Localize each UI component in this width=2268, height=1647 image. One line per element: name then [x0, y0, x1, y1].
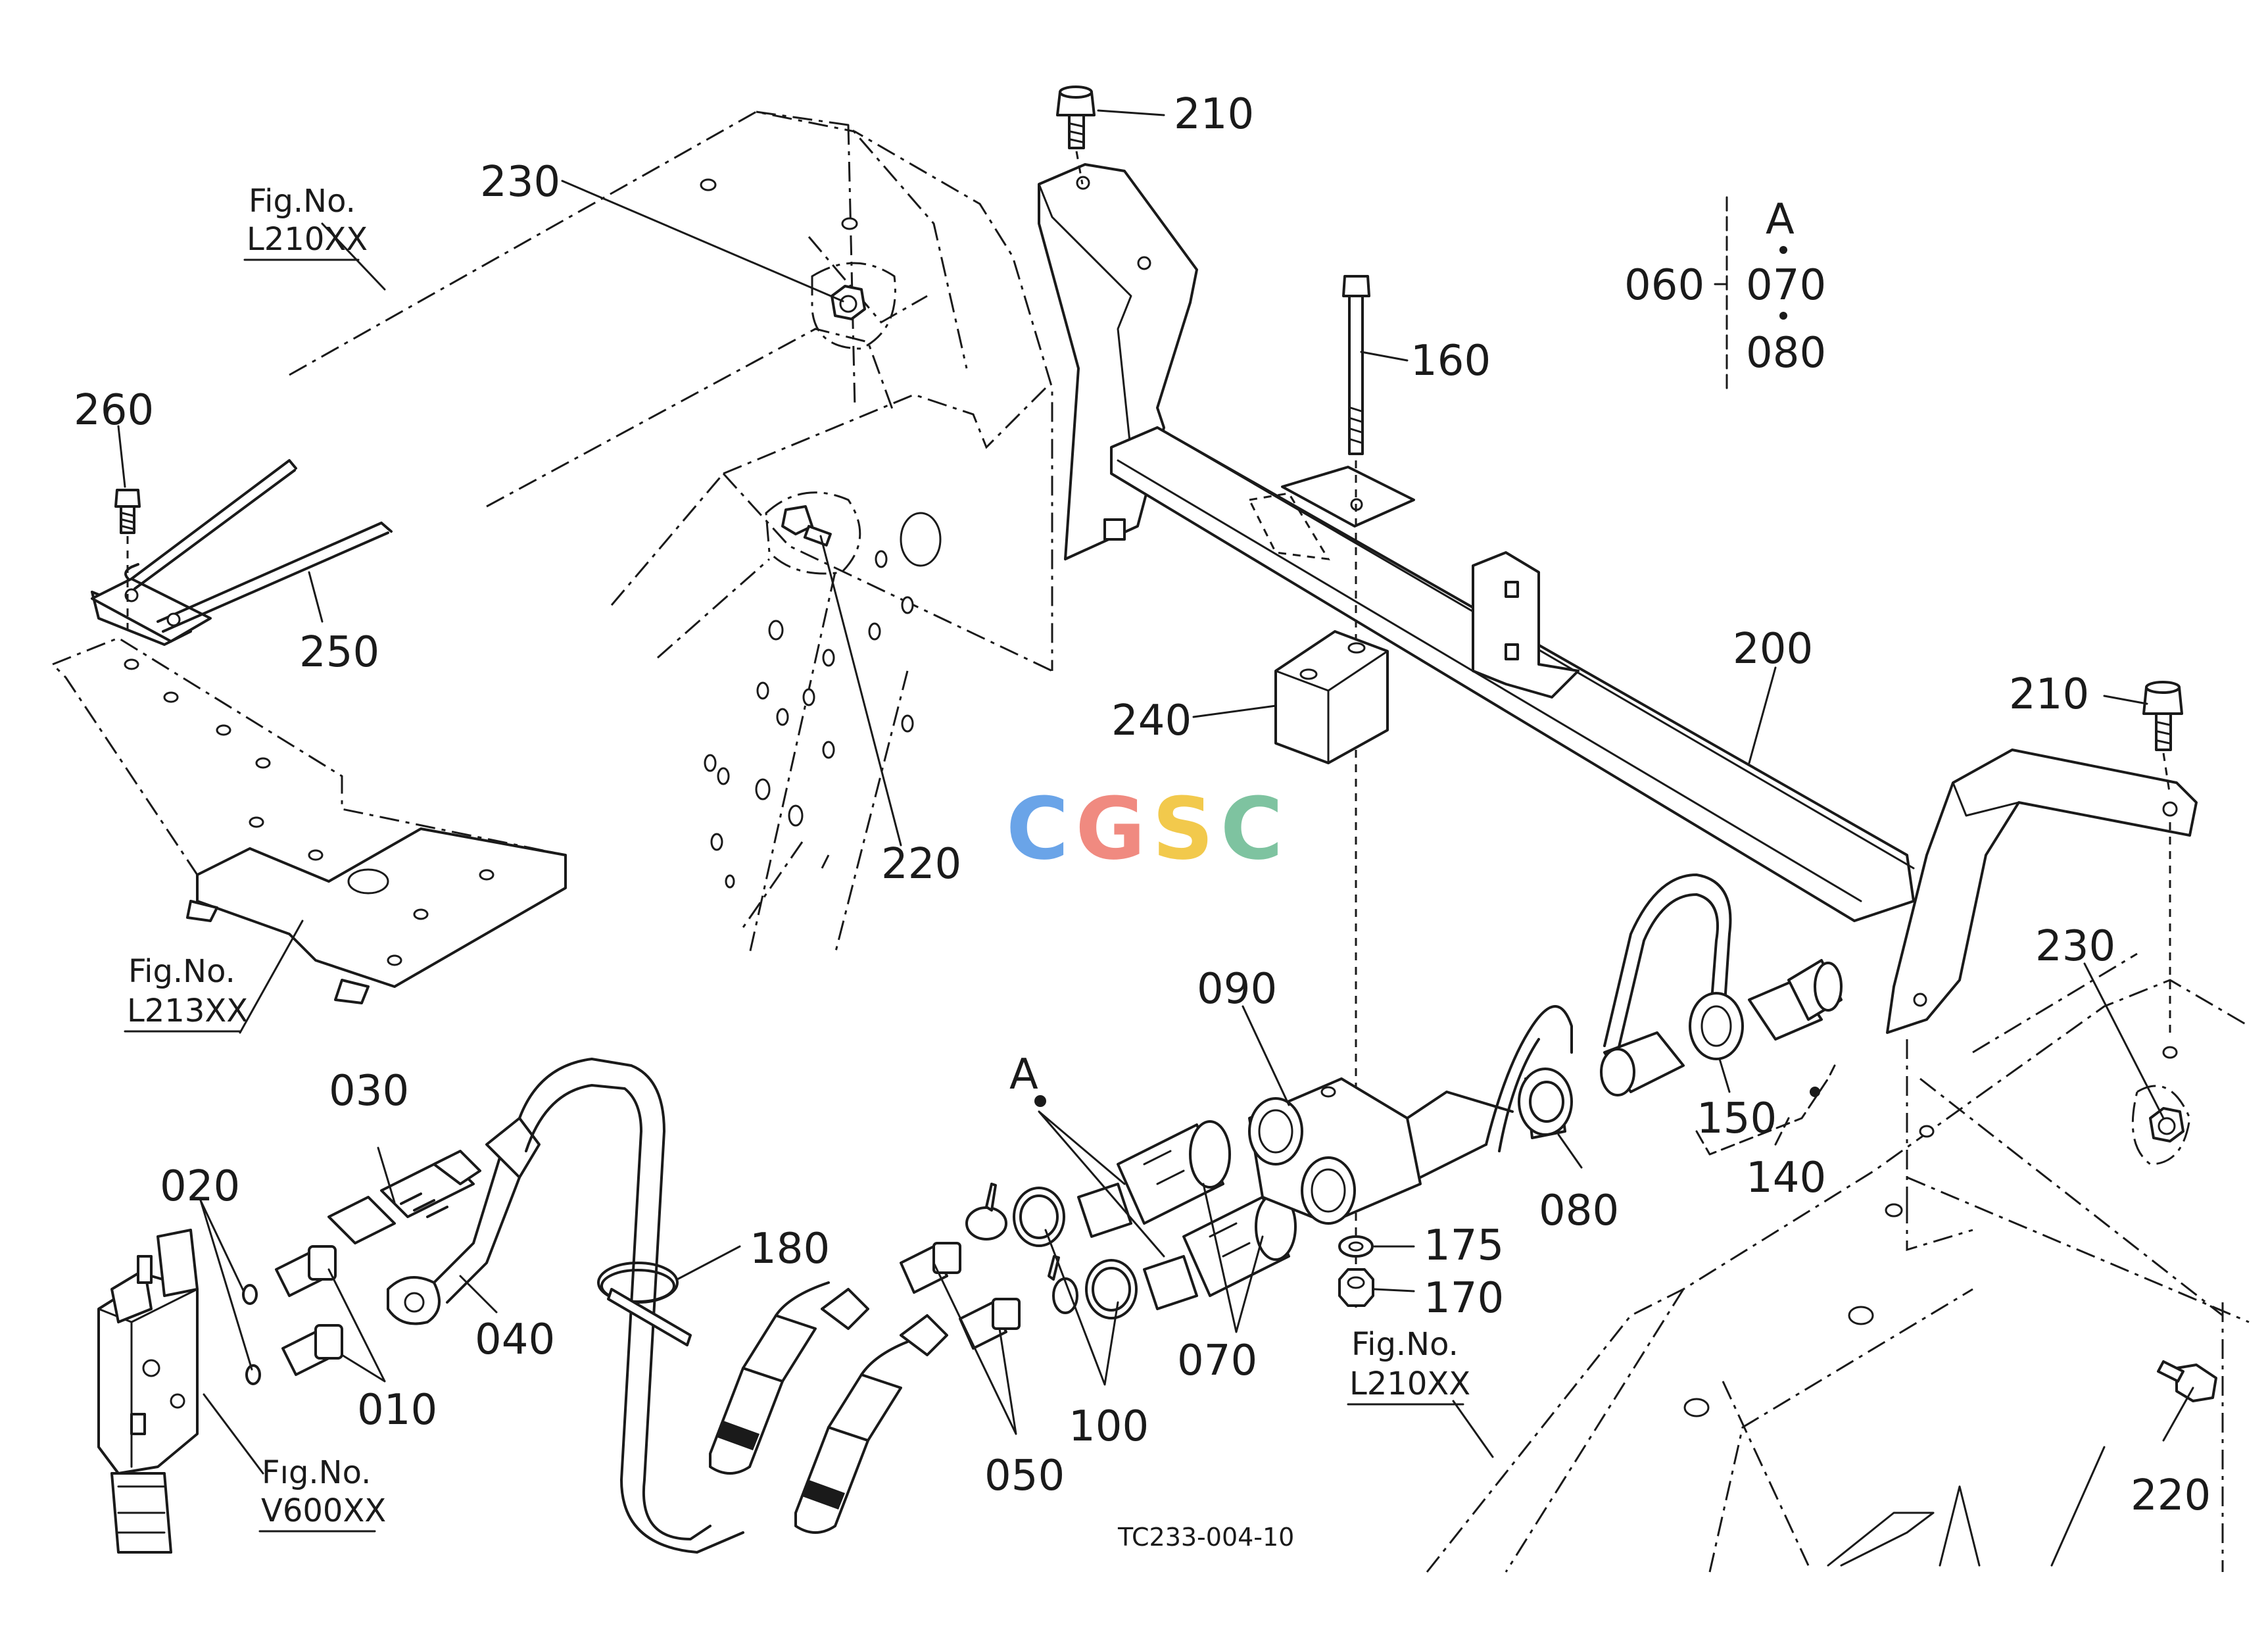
o-rings-020 [242, 1284, 261, 1385]
label-070-group: 070 [1746, 261, 1826, 310]
label-210-right: 210 [2009, 670, 2089, 719]
label-230-right: 230 [2035, 922, 2115, 971]
label-160: 160 [1411, 337, 1491, 385]
nut-230-right [2149, 1046, 2184, 1143]
label-170: 170 [1424, 1274, 1504, 1323]
u-bolt-250 [91, 459, 393, 643]
couplers-070 [1077, 1120, 1297, 1310]
fender-phantom-right [1426, 952, 2250, 1573]
watermark-letter: S [1152, 779, 1220, 879]
label-100: 100 [1069, 1402, 1149, 1451]
label-080-group: 080 [1746, 329, 1826, 378]
adapters-050 [900, 1242, 1021, 1350]
bolt-160 [1342, 275, 1370, 455]
label-090: 090 [1197, 965, 1277, 1014]
label-a-group: A [1766, 195, 1795, 244]
shackle-150 [1600, 873, 1744, 1096]
fig-ref-bottom-center-label: Fig.No. [1351, 1326, 1459, 1363]
fig-ref-top-left-code: L210XX [247, 221, 368, 258]
nut-170 [1338, 1268, 1374, 1307]
drawbar-200 [1038, 163, 2198, 1034]
label-250: 250 [299, 628, 379, 677]
label-240: 240 [1111, 697, 1192, 745]
label-a-callout: A [1009, 1050, 1038, 1099]
label-010: 010 [357, 1386, 437, 1435]
plug-140 [1748, 959, 1843, 1041]
label-080: 080 [1539, 1187, 1619, 1235]
control-valve [97, 1229, 199, 1554]
body-holes [700, 178, 942, 889]
watermark-letter: C [1220, 779, 1290, 879]
label-150: 150 [1697, 1094, 1777, 1143]
label-020: 020 [160, 1162, 240, 1211]
figure-references: Fig.No. L210XX Fig.No. L213XX Fıg.No. V6… [124, 183, 1470, 1533]
holder-090 [1248, 1077, 1514, 1225]
hose-ends [709, 1281, 948, 1534]
watermark-text: CGSC [1006, 779, 1290, 879]
fig-ref-mid-left-code: L213XX [127, 993, 248, 1029]
label-220-mid: 220 [881, 840, 961, 889]
label-220-right: 220 [2131, 1471, 2211, 1520]
label-200: 200 [1733, 625, 1813, 674]
tractor-body-phantom [289, 111, 1053, 954]
cable-tie-180 [597, 1262, 692, 1346]
label-140: 140 [1746, 1154, 1826, 1202]
block-240 [1274, 630, 1389, 764]
fig-ref-bottom-left-label: Fıg.No. [262, 1454, 371, 1491]
dust-cap-080 [1485, 1005, 1573, 1152]
washer-175 [1338, 1235, 1374, 1258]
fig-ref-mid-left-label: Fig.No. [128, 953, 235, 990]
rings-100 [965, 1183, 1138, 1319]
label-070: 070 [1177, 1337, 1257, 1385]
label-030: 030 [329, 1067, 409, 1116]
label-260: 260 [74, 386, 154, 435]
watermark-logo: CGSC [1006, 779, 1290, 879]
hose-loop [518, 1058, 744, 1554]
watermark-letter: C [1006, 779, 1075, 879]
hose-030 [327, 1150, 481, 1244]
bolt-210-top [1056, 86, 1096, 185]
part-numbers: 210 230 160 060 A 070 080 260 250 200 21… [74, 90, 2211, 1520]
adapters-010 [275, 1245, 343, 1376]
label-175: 175 [1424, 1221, 1504, 1270]
label-180: 180 [750, 1225, 830, 1273]
bolt-220-right [2157, 1360, 2217, 1402]
fig-ref-bottom-center-code: L210XX [1349, 1365, 1470, 1402]
label-210-top: 210 [1174, 90, 1254, 139]
label-060: 060 [1624, 261, 1704, 310]
label-050: 050 [984, 1452, 1065, 1500]
fig-ref-top-left-label: Fig.No. [249, 183, 356, 220]
label-230-top: 230 [480, 158, 560, 207]
nut-230-top [811, 262, 896, 350]
bolt-220-mid [765, 491, 861, 575]
label-040: 040 [475, 1315, 555, 1364]
fig-ref-bottom-left-code: V600XX [261, 1492, 386, 1529]
bolt-210-right [2142, 681, 2183, 1039]
bolt-260 [114, 489, 141, 631]
watermark-letter: G [1075, 779, 1152, 879]
hose-040 [387, 1117, 541, 1325]
leader-lines [117, 109, 2194, 1475]
drawing-code: TC233-004-10 [1117, 1523, 1294, 1552]
